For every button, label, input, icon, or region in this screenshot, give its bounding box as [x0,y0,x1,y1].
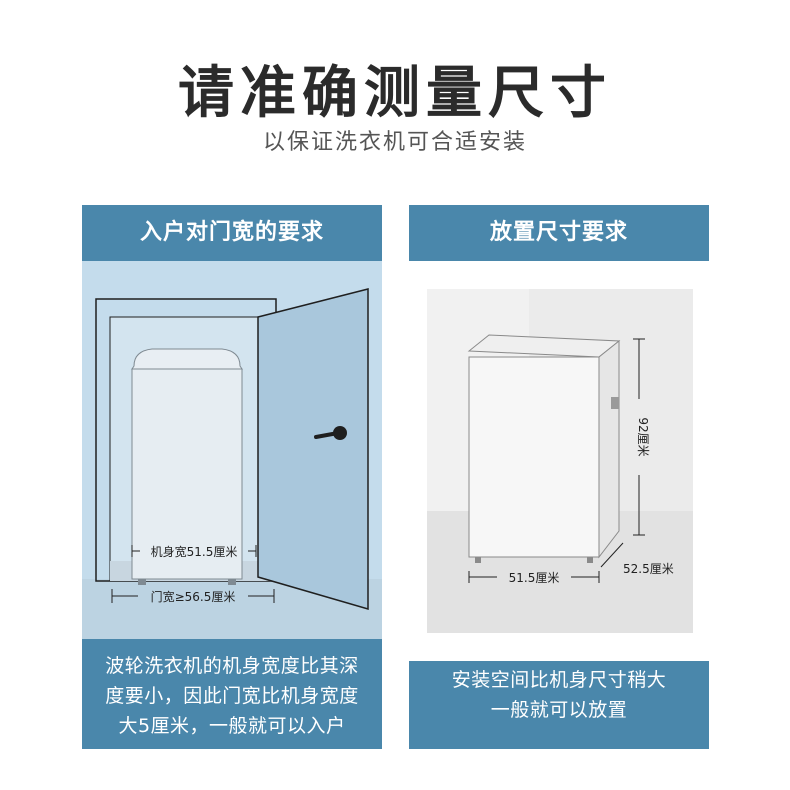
door-width-heading: 入户对门宽的要求 [139,220,324,245]
placement-note-line-1: 安装空间比机身尺寸稍大 [451,669,667,691]
door-note-line-1: 波轮洗衣机的机身宽度比其深 [105,655,359,677]
washer-front-view [131,348,243,585]
placement-scene: 92厘米 52.5厘米 51.5厘米 [409,261,709,661]
page-subtitle: 以保证洗衣机可合适安装 [262,130,527,155]
height-label: 92厘米 [636,417,650,456]
door-illustration: 机身宽51.5厘米 门宽≥56.5厘米 [82,288,382,639]
placement-note: 安装空间比机身尺寸稍大 一般就可以放置 [409,665,709,725]
door-width-label: 门宽≥56.5厘米 [151,589,236,604]
placement-illustration: 92厘米 52.5厘米 51.5厘米 [427,289,693,633]
placement-note-line-2: 一般就可以放置 [490,699,628,721]
width-label: 51.5厘米 [509,571,560,585]
washer-iso-view [467,334,621,563]
machine-width-label: 机身宽51.5厘米 [151,544,238,559]
door-leaf [257,288,369,610]
door-note-line-2: 度要小，因此门宽比机身宽度 [105,685,359,707]
door-scene: 机身宽51.5厘米 门宽≥56.5厘米 [82,261,382,639]
placement-size-panel: 放置尺寸要求 92厘米 52.5厘米 [409,205,709,749]
page-title: 请准确测量尺寸 [178,61,612,126]
door-width-panel: 入户对门宽的要求 [82,205,382,749]
door-note-line-3: 大5厘米，一般就可以入户 [118,715,346,737]
door-width-note: 波轮洗衣机的机身宽度比其深 度要小，因此门宽比机身宽度 大5厘米，一般就可以入户 [82,651,382,741]
depth-label: 52.5厘米 [623,562,674,576]
placement-size-heading: 放置尺寸要求 [489,220,628,245]
